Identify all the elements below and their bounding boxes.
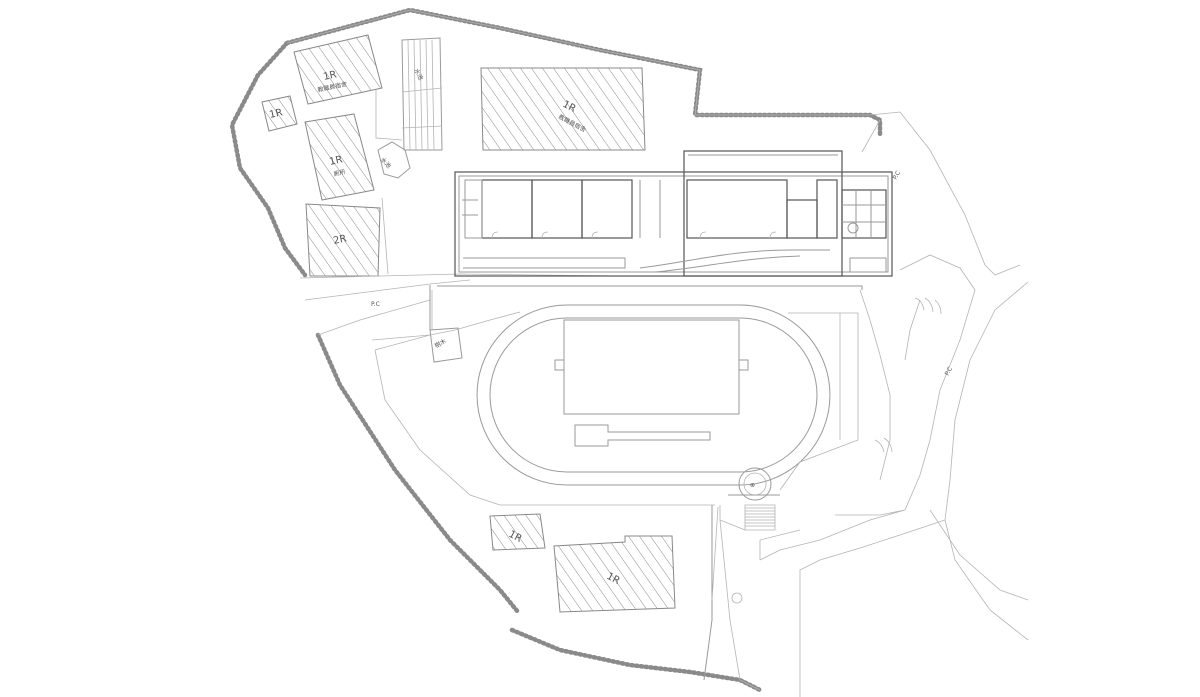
road-r1-label: P.C [371, 301, 380, 308]
building-b3: 1R 廁所 [304, 113, 375, 201]
tree-label: 樹木 [433, 337, 447, 350]
plaza-mark: ⊗ [750, 482, 755, 489]
pool-p2-label: 水池 [379, 156, 393, 170]
pool-p1-label: 水池 [412, 67, 425, 81]
pool-p2: 水池 [377, 141, 411, 179]
road-r2-label: P.C [892, 170, 902, 181]
building-b3-label: 1R [328, 154, 343, 168]
building-b6: 1R [489, 513, 546, 551]
circular-plaza: ⊗ [728, 467, 780, 501]
building-b4-label: 2R [332, 233, 347, 247]
walkways-left [299, 90, 621, 336]
building-b3-sublabel: 廁所 [333, 168, 346, 178]
sports-field [374, 285, 863, 506]
terrain-lines [759, 111, 1029, 697]
pool-p1: 水池 [401, 37, 443, 151]
building-b1: 1R 教職員宿舍 [293, 34, 383, 105]
building-b2-label: 1R [268, 107, 283, 121]
tree-area: 樹木 [371, 327, 463, 363]
building-b7: 1R [553, 535, 676, 613]
building-b1-label: 1R [322, 69, 337, 83]
building-b2: 1R [261, 95, 298, 132]
building-b4: 2R [305, 203, 381, 277]
road-r3-label: P.C [944, 366, 954, 377]
stairs [719, 504, 776, 531]
main-building [454, 150, 893, 277]
building-b5: 1R 教職員宿舍 [480, 67, 646, 151]
road-labels: P.C P.C P.C [371, 170, 954, 377]
lower-roads [703, 505, 801, 691]
